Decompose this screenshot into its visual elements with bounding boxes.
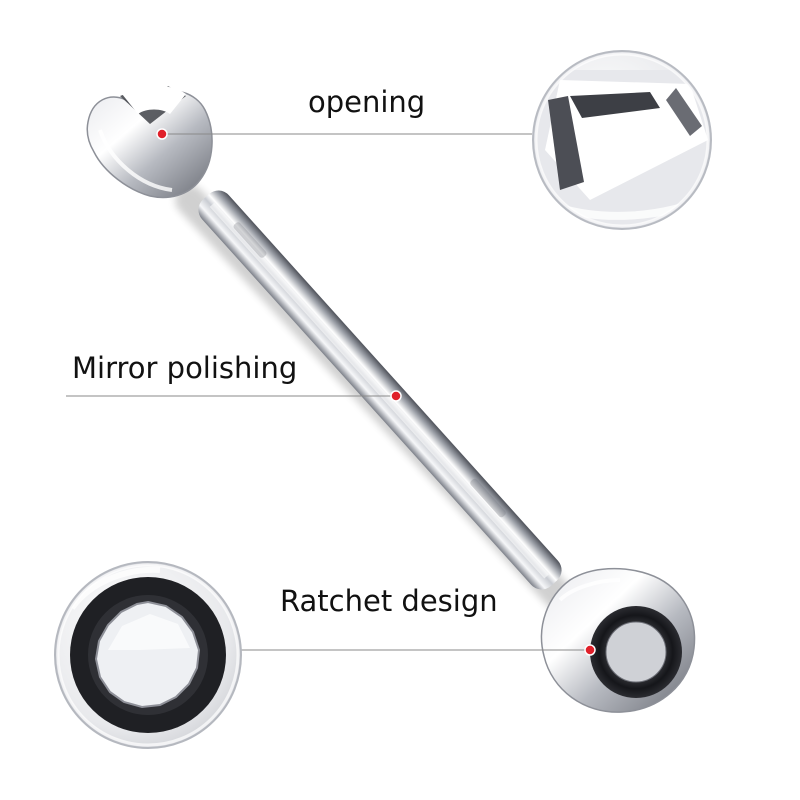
- callout-lines: [66, 133, 590, 651]
- ratchet-head: [540, 567, 696, 713]
- open-end-head: [86, 85, 213, 199]
- detail-lens-opening: [532, 50, 712, 230]
- size-engraving-top: [233, 222, 267, 258]
- marker-mirror: [390, 390, 402, 402]
- marker-opening: [156, 128, 168, 140]
- marker-ratchet: [584, 644, 596, 656]
- size-engraving-bottom: [470, 478, 506, 518]
- wrench-shaft: [198, 190, 562, 590]
- callout-label-mirror-polishing: Mirror polishing: [72, 351, 298, 385]
- detail-lens-ratchet: [54, 561, 242, 749]
- callout-label-opening: opening: [308, 85, 426, 119]
- callout-label-ratchet-design: Ratchet design: [280, 584, 498, 618]
